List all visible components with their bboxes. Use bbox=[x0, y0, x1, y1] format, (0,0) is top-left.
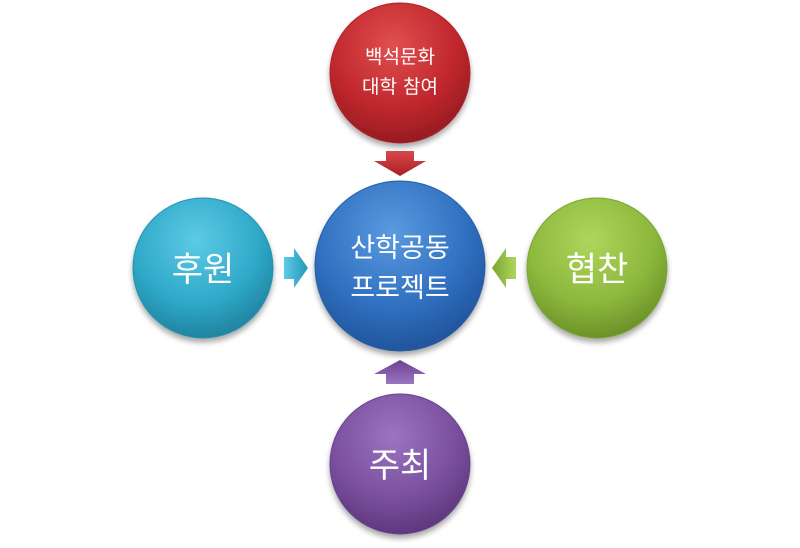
node-top-label-line1: 백석문화 bbox=[365, 46, 435, 68]
arrow-right-to-center bbox=[492, 248, 516, 288]
arrow-bottom-to-center bbox=[374, 360, 426, 384]
node-left-label: 후원 bbox=[172, 250, 235, 290]
node-center bbox=[314, 180, 486, 352]
node-top bbox=[329, 2, 471, 144]
node-center-label-line2: 프로젝트 bbox=[350, 273, 449, 304]
node-right bbox=[526, 197, 668, 339]
node-bottom-label: 주최 bbox=[369, 446, 432, 486]
arrow-left-to-center bbox=[284, 248, 308, 288]
node-left bbox=[132, 197, 274, 339]
arrow-top-to-center bbox=[374, 151, 426, 176]
node-bottom bbox=[329, 393, 471, 535]
node-right-label: 협찬 bbox=[566, 250, 629, 290]
node-center-label-line1: 산학공동 bbox=[350, 233, 449, 264]
node-top-label-line2: 대학 참여 bbox=[362, 76, 438, 98]
